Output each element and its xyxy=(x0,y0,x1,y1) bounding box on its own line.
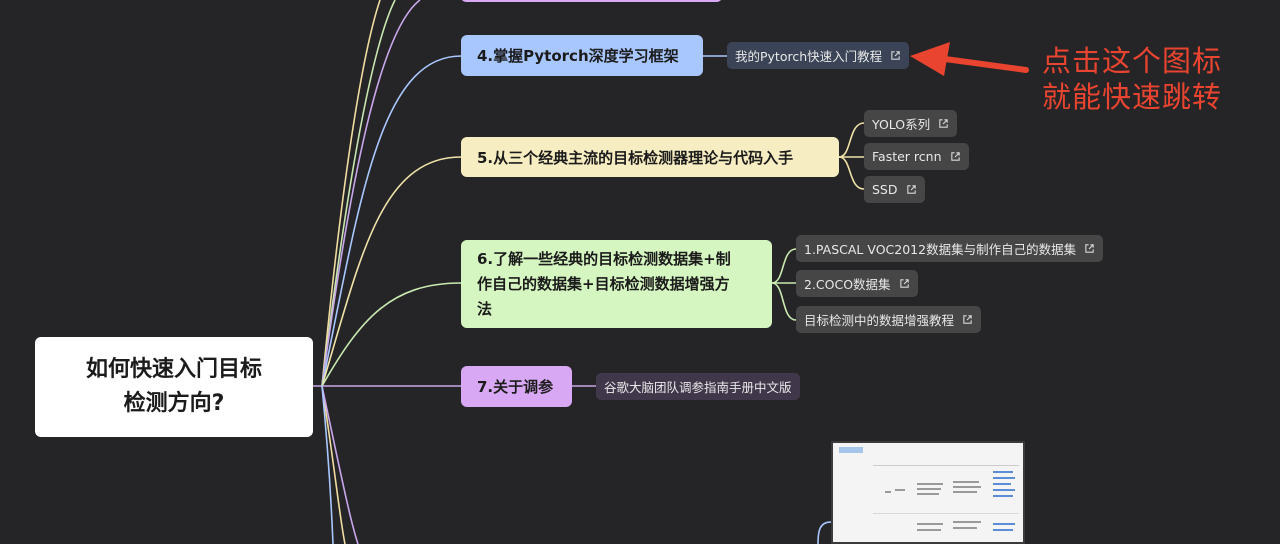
external-link-icon[interactable] xyxy=(962,314,973,325)
branch-node-detectors[interactable]: 5.从三个经典主流的目标检测器理论与代码入手 xyxy=(461,137,839,177)
leaf-faster-rcnn[interactable]: Faster rcnn xyxy=(864,143,969,170)
annotation-text: 点击这个图标 就能快速跳转 xyxy=(1042,43,1222,115)
leaf-label: YOLO系列 xyxy=(872,117,931,132)
leaf-label: 2.COCO数据集 xyxy=(804,277,891,292)
leaf-pytorch-tutorial[interactable]: 我的Pytorch快速入门教程 xyxy=(727,42,910,69)
root-title-line-1: 如何快速入门目标 xyxy=(85,357,262,382)
external-link-icon[interactable] xyxy=(950,151,961,162)
leaf-label: SSD xyxy=(872,182,898,197)
embedded-table-image[interactable] xyxy=(831,441,1025,544)
branch-node-datasets[interactable]: 6.了解一些经典的目标检测数据集+制 作自己的数据集+目标检测数据增强方 法 xyxy=(461,240,772,328)
branch-node-partial-top[interactable] xyxy=(461,0,722,2)
leaf-coco[interactable]: 2.COCO数据集 xyxy=(796,270,918,297)
external-link-icon[interactable] xyxy=(899,278,910,289)
external-link-icon[interactable] xyxy=(906,184,917,195)
annotation-line-1: 点击这个图标 xyxy=(1042,44,1223,78)
leaf-pascal-voc[interactable]: 1.PASCAL VOC2012数据集与制作自己的数据集 xyxy=(796,235,1104,262)
leaf-ssd[interactable]: SSD xyxy=(864,176,925,203)
leaf-tuning-playbook[interactable]: 谷歌大脑团队调参指南手册中文版 xyxy=(596,373,800,400)
branch-label-line-1: 6.了解一些经典的目标检测数据集+制 xyxy=(477,249,731,268)
external-link-icon[interactable] xyxy=(938,118,949,129)
branch-node-pytorch[interactable]: 4.掌握Pytorch深度学习框架 xyxy=(461,35,703,76)
leaf-yolo[interactable]: YOLO系列 xyxy=(864,110,958,137)
external-link-icon[interactable] xyxy=(890,50,901,61)
root-title-line-2: 检测方向? xyxy=(123,391,225,416)
branch-label: 4.掌握Pytorch深度学习框架 xyxy=(477,47,679,65)
branch-label: 7.关于调参 xyxy=(477,378,554,396)
branch-label-line-2: 作自己的数据集+目标检测数据增强方 xyxy=(477,274,730,293)
annotation-line-2: 就能快速跳转 xyxy=(1042,80,1223,114)
leaf-label: 谷歌大脑团队调参指南手册中文版 xyxy=(604,380,792,395)
branch-node-tuning[interactable]: 7.关于调参 xyxy=(461,366,572,407)
branch-label-line-3: 法 xyxy=(477,299,493,318)
root-topic-node[interactable]: 如何快速入门目标 检测方向? xyxy=(35,337,313,437)
branch-label: 5.从三个经典主流的目标检测器理论与代码入手 xyxy=(477,148,794,167)
leaf-label: 目标检测中的数据增强教程 xyxy=(804,313,955,328)
leaf-label: 我的Pytorch快速入门教程 xyxy=(735,49,883,64)
external-link-icon[interactable] xyxy=(1084,243,1095,254)
leaf-label: 1.PASCAL VOC2012数据集与制作自己的数据集 xyxy=(804,242,1077,257)
leaf-label: Faster rcnn xyxy=(872,149,942,164)
leaf-data-augmentation[interactable]: 目标检测中的数据增强教程 xyxy=(796,306,982,333)
